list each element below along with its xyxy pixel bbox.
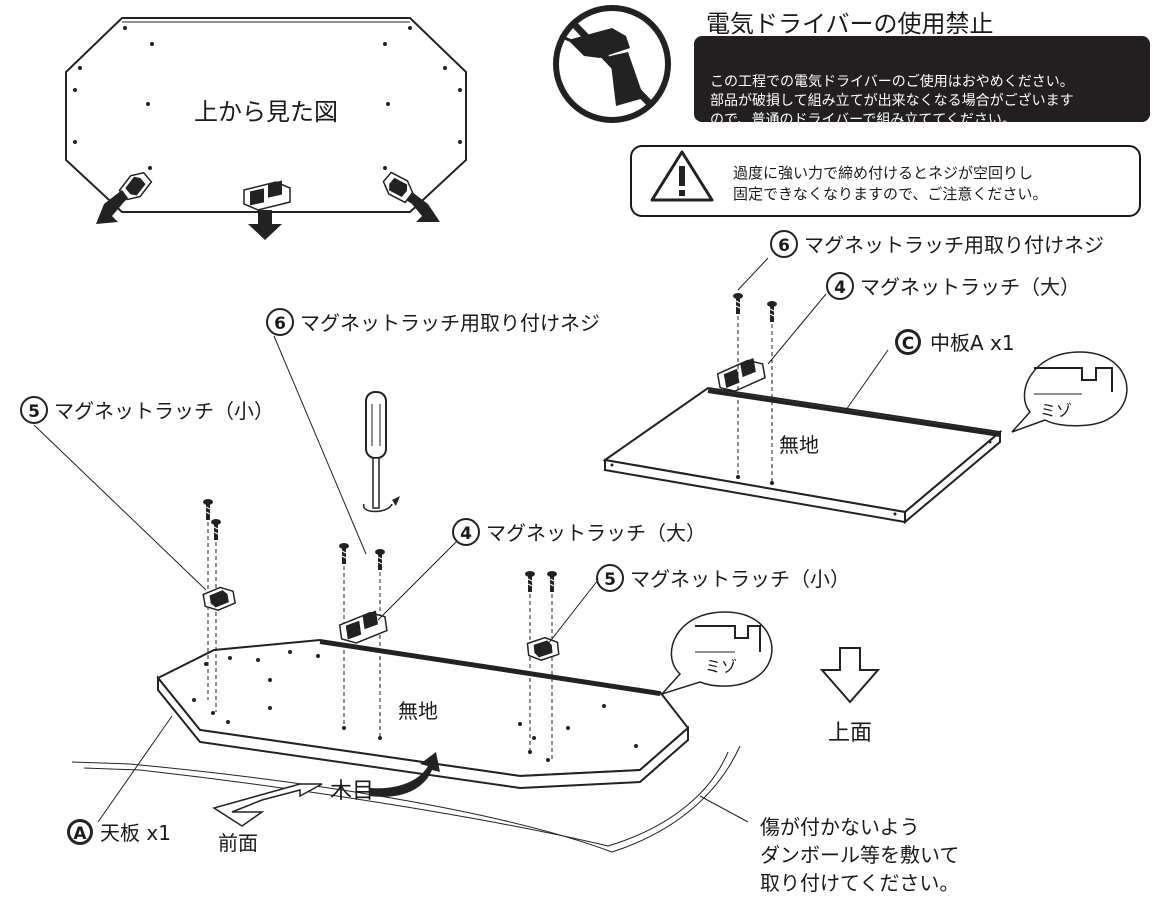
svg-text:天板 x1: 天板 x1: [100, 821, 171, 845]
no-electric-drill-icon: [553, 5, 671, 123]
wood-grain-label: 木目: [330, 779, 374, 804]
top-view-label: 上から見た図: [194, 98, 338, 126]
part-label-4-center: 4 マグネットラッチ（大）: [452, 518, 706, 546]
plain-label-a: 無地: [398, 699, 438, 723]
svg-text:4: 4: [834, 278, 846, 298]
svg-text:マグネットラッチ（小）: マグネットラッチ（小）: [54, 399, 274, 423]
latch-small-left: [201, 498, 237, 712]
svg-text:6: 6: [778, 236, 790, 256]
latch-small-right: [524, 570, 560, 760]
svg-text:中板A x1: 中板A x1: [930, 331, 1015, 355]
top-face-arrow: 上面: [819, 647, 881, 746]
svg-text:6: 6: [274, 314, 286, 334]
wood-grain-arrow: 木目: [330, 752, 440, 804]
cardboard-sheet: [71, 745, 741, 853]
svg-text:A: A: [73, 824, 87, 844]
latch-large-center: [337, 542, 389, 738]
part-label-4-right: 4 マグネットラッチ（大）: [826, 272, 1080, 300]
leader-lines: [33, 257, 889, 823]
groove-callout-2: ミゾ: [659, 611, 773, 696]
warning-box: この工程での電気ドライバーのご使用はおやめください。 部品が破損して組み立てが出…: [694, 36, 1150, 128]
svg-text:5: 5: [28, 402, 40, 422]
part-label-c: C 中板A x1: [895, 329, 1015, 355]
svg-text:取り付けてください。: 取り付けてください。: [760, 871, 959, 895]
svg-text:マグネットラッチ（大）: マグネットラッチ（大）: [860, 275, 1080, 299]
warning-title: 電気ドライバーの使用禁止: [706, 10, 994, 38]
panel-a: 無地: [156, 638, 690, 790]
top-face-label: 上面: [828, 721, 872, 746]
front-face-label: 前面: [218, 831, 258, 855]
part-label-5-left: 5 マグネットラッチ（小）: [20, 396, 274, 424]
part-label-6-right: 6 マグネットラッチ用取り付けネジ: [770, 230, 1104, 258]
part-label-a: A 天板 x1: [67, 819, 171, 845]
svg-text:マグネットラッチ用取り付けネジ: マグネットラッチ用取り付けネジ: [300, 311, 600, 335]
svg-text:マグネットラッチ用取り付けネジ: マグネットラッチ用取り付けネジ: [804, 233, 1104, 257]
front-face-arrow: 前面: [212, 783, 323, 855]
top-view-figure: 上から見た図: [65, 17, 467, 240]
panel-c: 無地: [602, 292, 1003, 525]
groove-label-1: ミゾ: [1040, 401, 1072, 420]
groove-label-2: ミゾ: [705, 657, 737, 676]
caution-body: 過度に強い力で締め付けるとネジが空回りし 固定できなくなりますので、ご注意くださ…: [733, 164, 1048, 203]
cardboard-note: 傷が付かないよう ダンボール等を敷いて 取り付けてください。: [760, 815, 959, 895]
exclamation-triangle-icon: [650, 150, 714, 202]
groove-callout-1: ミゾ: [1011, 351, 1128, 433]
svg-text:傷が付かないよう: 傷が付かないよう: [760, 815, 920, 839]
svg-text:マグネットラッチ（小）: マグネットラッチ（小）: [630, 567, 850, 591]
screwdriver-icon: [363, 391, 400, 513]
svg-text:ダンボール等を敷いて: ダンボール等を敷いて: [760, 843, 959, 867]
part-label-5-center: 5 マグネットラッチ（小）: [596, 564, 850, 592]
warning-body: この工程での電気ドライバーのご使用はおやめください。 部品が破損して組み立てが出…: [710, 74, 1074, 128]
svg-text:C: C: [902, 334, 914, 354]
part-label-6-left: 6 マグネットラッチ用取り付けネジ: [266, 308, 600, 336]
svg-text:5: 5: [604, 570, 616, 590]
svg-text:マグネットラッチ（大）: マグネットラッチ（大）: [486, 521, 706, 545]
plain-label-c: 無地: [779, 433, 819, 457]
svg-text:4: 4: [460, 524, 472, 544]
caution-box: 過度に強い力で締め付けるとネジが空回りし 固定できなくなりますので、ご注意くださ…: [630, 145, 1141, 217]
